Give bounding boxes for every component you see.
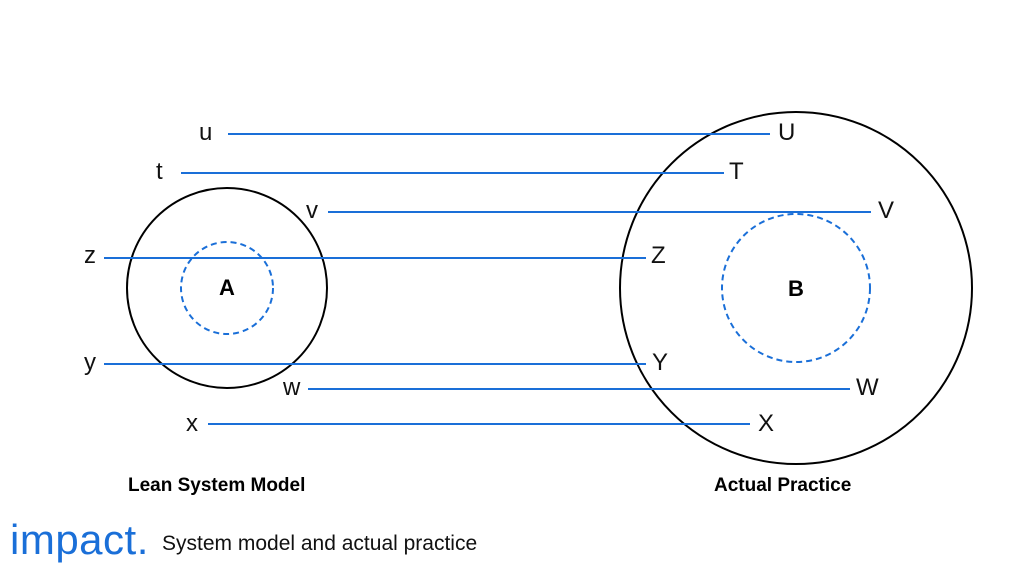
lean-model-inner-circle xyxy=(180,241,274,335)
circle-a-label: A xyxy=(219,275,235,300)
label-U: U xyxy=(778,119,796,146)
label-W: W xyxy=(856,374,879,401)
label-w: w xyxy=(283,374,301,401)
label-t: t xyxy=(156,158,163,185)
label-x: x xyxy=(186,410,198,437)
label-T: T xyxy=(729,158,744,185)
label-u: u xyxy=(199,119,213,146)
label-v: v xyxy=(306,197,318,224)
actual-practice-circle xyxy=(619,111,973,465)
label-V: V xyxy=(878,197,895,224)
actual-practice-inner-circle xyxy=(721,213,871,363)
label-Z: Z xyxy=(651,242,666,269)
impact-logo: impact. xyxy=(10,516,149,563)
circle-b-label: B xyxy=(788,276,804,301)
actual-practice-caption: Actual Practice xyxy=(714,475,852,496)
lean-system-model-caption: Lean System Model xyxy=(128,475,306,496)
label-z: z xyxy=(84,242,96,269)
label-Y: Y xyxy=(652,349,669,376)
label-X: X xyxy=(758,410,775,437)
label-y: y xyxy=(84,349,96,376)
footer-tagline: System model and actual practice xyxy=(162,532,478,555)
lean-model-circle xyxy=(126,187,328,389)
